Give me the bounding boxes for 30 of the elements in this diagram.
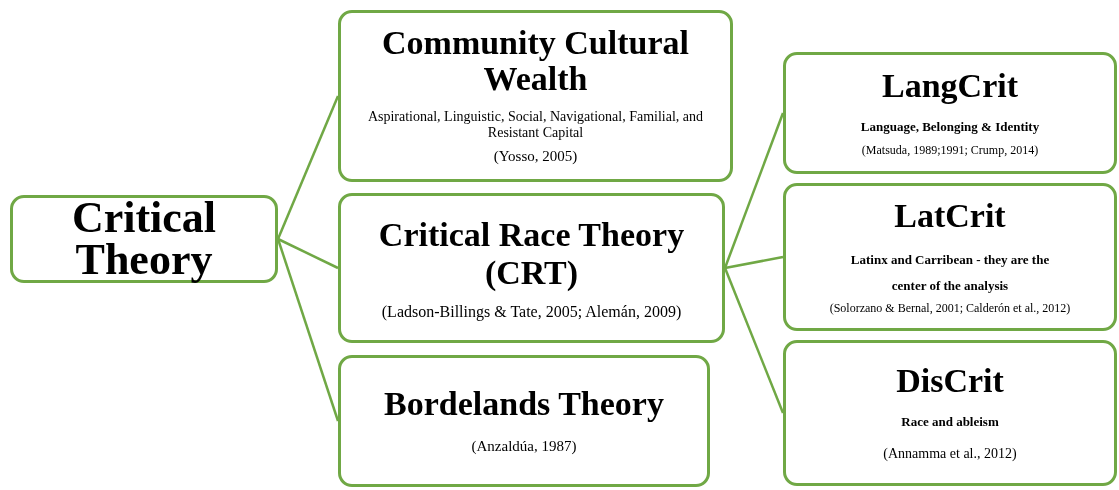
- concept-description: (Ladson-Billings & Tate, 2005; Alemán, 2009): [380, 304, 683, 320]
- concept-title: Critical Theory: [70, 197, 218, 281]
- concept-box: [783, 340, 1117, 486]
- concept-description: Language, Belonging & Identity: [860, 118, 1040, 137]
- concept-box: [338, 193, 725, 343]
- concept-box: [10, 195, 278, 283]
- connector-line: [723, 267, 785, 414]
- concept-box: [338, 355, 710, 487]
- concept-title: DisCrit: [896, 361, 1004, 400]
- concept-box: [783, 52, 1117, 174]
- connector-line: [723, 112, 785, 269]
- concept-title: Critical Race Theory (CRT): [377, 216, 686, 292]
- concept-description: (Matsuda, 1989;1991; Crump, 2014): [861, 141, 1039, 159]
- connector-line: [724, 255, 784, 270]
- concept-title: LatCrit: [894, 197, 1006, 235]
- concept-title: LangCrit: [882, 67, 1018, 106]
- concept-description: Race and ableism: [901, 412, 999, 431]
- connector-line: [277, 237, 339, 270]
- concept-description: (Annamma et al., 2012): [883, 445, 1017, 464]
- connector-line: [276, 95, 340, 240]
- concept-title: Bordelands Theory: [384, 384, 664, 423]
- concept-description: (Solorzano & Bernal, 2001; Calderón et al., 2012): [829, 300, 1071, 317]
- connector-line: [276, 238, 340, 422]
- concept-box: [783, 183, 1117, 331]
- concept-description: Latinx and Carribean - they are the center of the analysis: [849, 251, 1051, 295]
- concept-description: (Yosso, 2005): [493, 146, 578, 166]
- concept-box: [338, 10, 733, 182]
- concept-description: Aspirational, Linguistic, Social, Navigational, Familial, and Resistant Capital: [366, 108, 705, 141]
- concept-title: Community Cultural Wealth: [381, 24, 690, 97]
- concept-description: (Anzaldúa, 1987): [471, 436, 577, 456]
